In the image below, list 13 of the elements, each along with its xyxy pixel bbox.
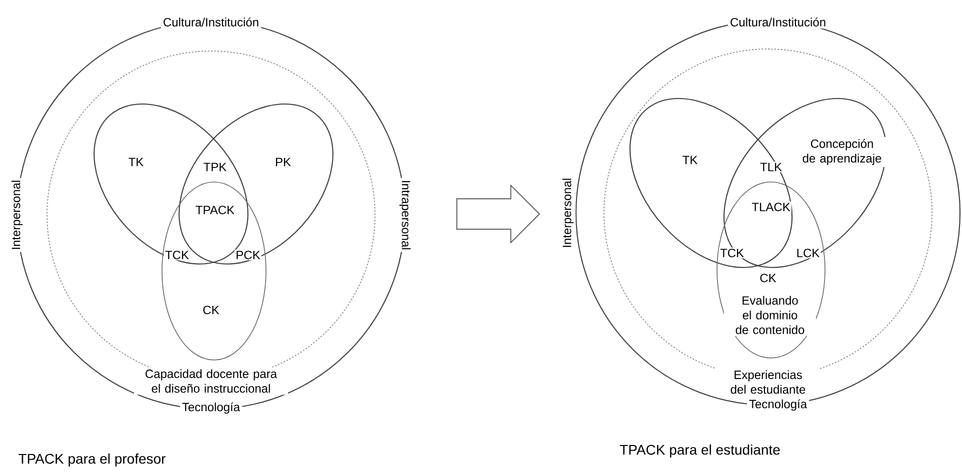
region-label: TCK: [164, 250, 190, 260]
caption: TPACK para el estudiante: [620, 444, 780, 458]
region-label: TLK: [758, 162, 784, 172]
node-label: del estudiante: [730, 384, 806, 394]
region-label: LCK: [795, 248, 821, 258]
node-label: el diseño instruccional: [152, 384, 270, 393]
region-label: TLACK: [750, 202, 792, 212]
region-label: PCK: [234, 250, 262, 260]
region-label: TPK: [202, 162, 228, 172]
caption: TPACK para el profesor: [18, 453, 166, 467]
region-label: TPACK: [194, 204, 236, 216]
node-label: Interpersonal: [562, 178, 574, 247]
region-label: TCK: [718, 248, 746, 258]
